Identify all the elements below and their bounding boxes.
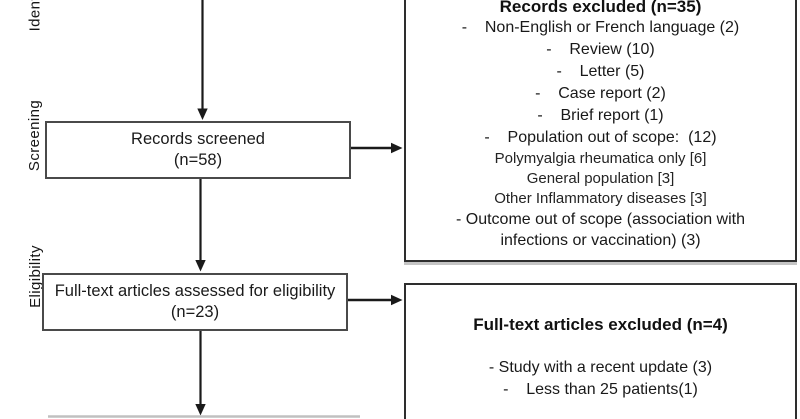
excluded-item-population-scope: - Population out of scope: (12) xyxy=(484,129,717,146)
excluded-item-non-english: - Non-English or French language (2) xyxy=(461,19,740,36)
excluded-item-outcome-scope: - Outcome out of scope (association with… xyxy=(455,211,746,249)
ftexcluded-item-recent-update: - Study with a recent update (3) xyxy=(488,359,713,376)
stage-label-identification-text: Identification xyxy=(27,0,44,31)
excluded-subitem-polymyalgia: Polymyalgia rheumatica only [6] xyxy=(494,150,707,167)
excluded-subitem-other-inflam: Other Inflammatory diseases [3] xyxy=(494,190,707,207)
fulltext-assessed-count: (n=23) xyxy=(170,303,220,321)
arrow-screened-to-assessed xyxy=(195,179,206,272)
records-excluded-title: Records excluded (n=35) xyxy=(499,0,702,16)
stage-label-screening-text: Screening xyxy=(26,99,44,171)
excluded-subitem-general-pop: General population [3] xyxy=(526,170,675,187)
excluded-item-review: - Review (10) xyxy=(546,41,655,58)
records-screened-title: Records screened xyxy=(131,130,265,148)
excluded-item-letter: - Letter (5) xyxy=(556,63,645,80)
excluded-item-brief-report: - Brief report (1) xyxy=(537,107,664,124)
box-records-excluded: Records excluded (n=35) - Non-English or… xyxy=(404,0,797,262)
box-records-screened: Records screened (n=58) xyxy=(45,121,351,179)
stage-label-identification: Identification xyxy=(8,0,62,61)
arrow-identification-to-screened xyxy=(197,0,208,120)
fulltext-excluded-title: Full-text articles excluded (n=4) xyxy=(473,315,728,334)
box-fulltext-excluded: Full-text articles excluded (n=4) - Stud… xyxy=(404,283,797,419)
excluded-item-case-report: - Case report (2) xyxy=(535,85,666,102)
box-fulltext-assessed: Full-text articles assessed for eligibil… xyxy=(42,273,348,331)
arrow-assessed-to-included xyxy=(195,331,206,416)
ftexcluded-item-less-25: - Less than 25 patients(1) xyxy=(503,381,698,398)
arrow-screened-to-excluded xyxy=(351,142,403,154)
fulltext-excluded-items: - Study with a recent update (3) - Less … xyxy=(406,357,795,401)
fulltext-assessed-title: Full-text articles assessed for eligibil… xyxy=(54,282,336,300)
records-screened-count: (n=58) xyxy=(173,151,223,169)
stage-label-eligibility-text: Eligibility xyxy=(26,244,44,308)
arrow-assessed-to-ftexcluded xyxy=(348,294,403,306)
